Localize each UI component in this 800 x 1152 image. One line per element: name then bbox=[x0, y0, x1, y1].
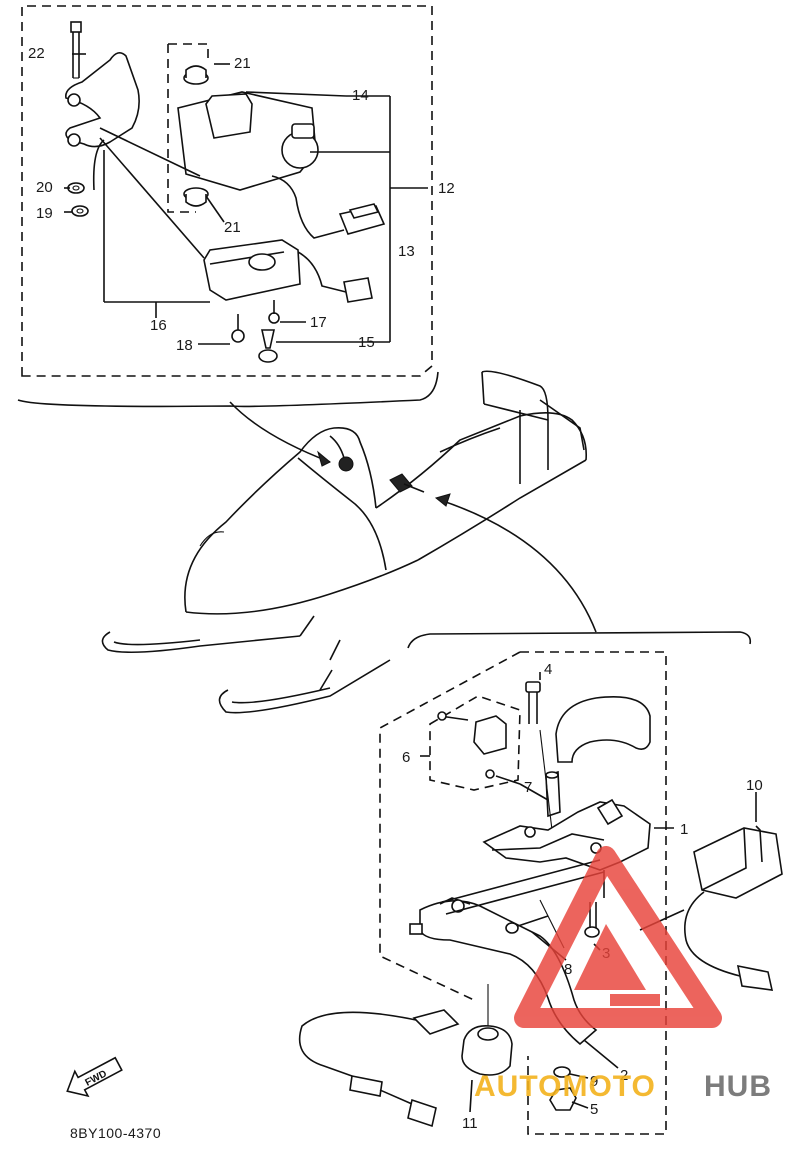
callout-5: 5 bbox=[590, 1101, 598, 1118]
callout-21-top: 21 bbox=[234, 55, 251, 72]
callout-2: 2 bbox=[620, 1067, 628, 1084]
callout-12: 12 bbox=[438, 180, 455, 197]
part-switch-11 bbox=[298, 984, 513, 1128]
callout-20: 20 bbox=[36, 179, 53, 196]
part-grommet-21-top bbox=[183, 65, 209, 85]
lower-inset-frame bbox=[379, 631, 752, 1135]
snowmobile-outline bbox=[101, 370, 588, 714]
watermark-text-dark: HUB bbox=[704, 1070, 772, 1103]
part-switch-housing bbox=[177, 91, 386, 239]
callout-8: 8 bbox=[564, 961, 572, 978]
fwd-direction-arrow: FWD bbox=[66, 1056, 123, 1098]
part-bolt-22 bbox=[70, 21, 82, 79]
callout-21-bottom: 21 bbox=[224, 219, 241, 236]
part-bracket bbox=[65, 52, 140, 191]
callout-7: 7 bbox=[524, 779, 532, 796]
part-screw-15 bbox=[258, 329, 278, 363]
callout-4: 4 bbox=[544, 661, 552, 678]
pointer-arrows bbox=[229, 401, 597, 633]
callout-1: 1 bbox=[680, 821, 688, 838]
part-collar-7 bbox=[539, 729, 561, 831]
part-washer-20 bbox=[67, 182, 85, 194]
part-screw-3 bbox=[584, 902, 600, 938]
watermark-text-accent: AUTOMOTO bbox=[474, 1070, 656, 1103]
callout-6: 6 bbox=[402, 749, 410, 766]
part-screw-18 bbox=[231, 314, 245, 343]
callout-19: 19 bbox=[36, 205, 53, 222]
part-grommet-21-bottom bbox=[183, 187, 209, 207]
upper-inset-box bbox=[17, 5, 439, 408]
part-nut-5 bbox=[549, 1087, 577, 1111]
watermark-logo bbox=[514, 846, 722, 1028]
callout-15: 15 bbox=[358, 334, 375, 351]
callout-10: 10 bbox=[746, 777, 763, 794]
diagram-code: 8BY100-4370 bbox=[70, 1125, 161, 1141]
lower-leader-lines bbox=[420, 672, 674, 1113]
fwd-label: FWD bbox=[84, 1068, 109, 1088]
part-connector-10 bbox=[639, 792, 783, 991]
part-screw-8 bbox=[505, 899, 565, 949]
callout-11: 11 bbox=[462, 1115, 478, 1132]
part-lower-cover bbox=[203, 239, 373, 303]
callout-13: 13 bbox=[398, 243, 415, 260]
part-grip-cover bbox=[555, 696, 651, 763]
callout-17: 17 bbox=[310, 314, 327, 331]
part-bolt-4 bbox=[525, 681, 541, 724]
part-washer-9 bbox=[553, 1066, 571, 1078]
part-screw-17 bbox=[268, 300, 280, 324]
callout-22: 22 bbox=[28, 45, 45, 62]
callout-18: 18 bbox=[176, 337, 193, 354]
callout-14: 14 bbox=[352, 87, 369, 104]
part-washer-19 bbox=[71, 205, 89, 217]
part-grip-assembly-6 bbox=[437, 711, 507, 779]
upper-leader-lines bbox=[64, 43, 428, 345]
callout-16: 16 bbox=[150, 317, 167, 334]
callout-9: 9 bbox=[590, 1073, 598, 1090]
